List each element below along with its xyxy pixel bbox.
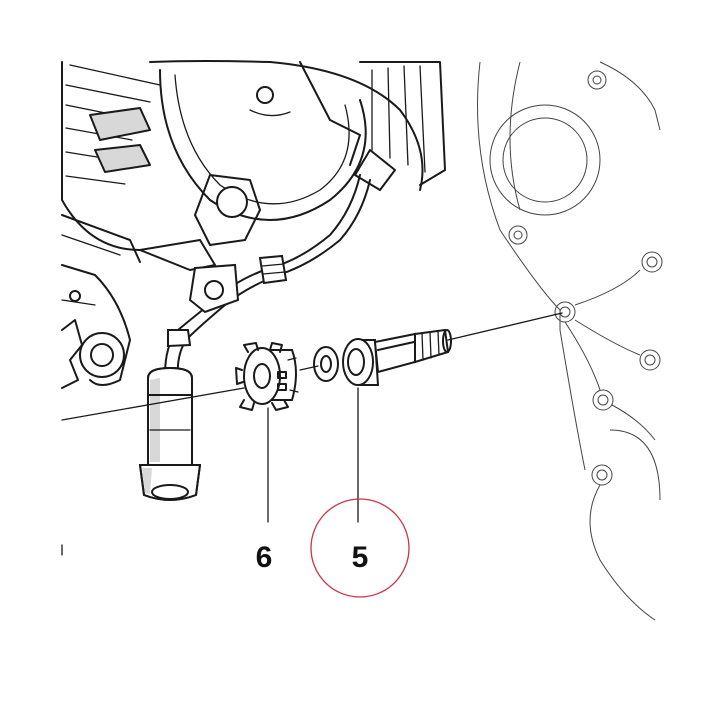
callout-5-highlight-circle xyxy=(310,498,410,598)
engine-case xyxy=(477,61,663,621)
callout-5[interactable]: 5 xyxy=(352,541,369,574)
leader-lines xyxy=(61,312,563,556)
leader-bolt-to-case xyxy=(447,312,563,341)
sensor-body xyxy=(138,366,202,501)
leader-sensor-axis xyxy=(61,387,245,421)
callout-6[interactable]: 6 xyxy=(256,541,273,574)
callouts: 6 5 xyxy=(256,498,410,598)
sensor-cable xyxy=(164,174,371,381)
leader-ring-to-washer xyxy=(299,365,319,371)
part-6-toothed-ring xyxy=(235,342,299,411)
engine-housing xyxy=(61,60,446,389)
part-5-bolt xyxy=(313,328,452,386)
